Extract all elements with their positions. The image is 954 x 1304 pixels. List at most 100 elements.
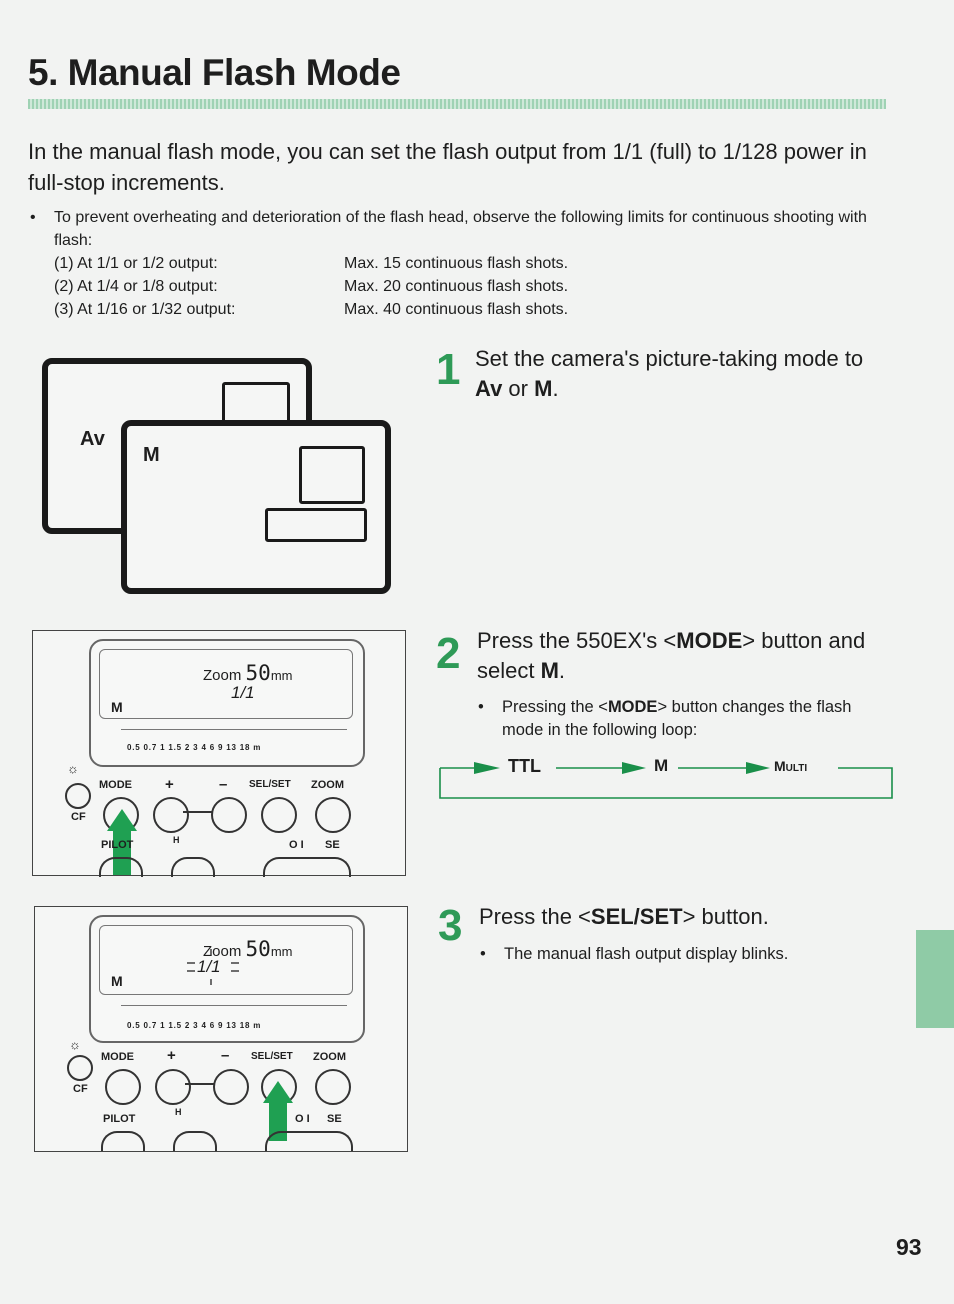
limit-max: Max. 15 continuous flash shots. xyxy=(344,255,569,272)
pilot-label: PILOT xyxy=(101,839,134,851)
plus-minus-link xyxy=(185,1083,215,1085)
step-1-m: M xyxy=(534,376,553,401)
limit-max: Max. 20 continuous flash shots. xyxy=(344,278,569,295)
step-3-text: Press the <SEL/SET> button. xyxy=(479,902,899,932)
loop-multi: Multi xyxy=(774,758,808,774)
mode-label: MODE xyxy=(101,1051,134,1063)
sub-bullet: • xyxy=(480,945,486,963)
overheating-note: • To prevent overheating and deteriorati… xyxy=(30,206,890,321)
step-2-number: 2 xyxy=(436,629,461,678)
sun-icon: ☼ xyxy=(67,761,79,776)
se-label: SE xyxy=(325,839,340,851)
step-1-text-a: Set the camera's picture-taking mode to xyxy=(475,346,864,371)
step-2-pre: Press the 550EX's < xyxy=(477,628,677,653)
se-label: SE xyxy=(327,1113,342,1125)
flash-panel-mode: Zoom 50mm 1/1 M 0.5 0.7 1 1.5 2 3 4 6 9 … xyxy=(32,630,406,877)
zoom-label-button: ZOOM xyxy=(311,779,344,791)
onoff-label: O I xyxy=(289,839,304,851)
lcd-segment-box xyxy=(265,508,367,542)
lcd-inner xyxy=(99,649,353,719)
step-2-text: Press the 550EX's <MODE> button and sele… xyxy=(477,626,897,686)
plus-button[interactable] xyxy=(155,1069,191,1105)
plus-button[interactable] xyxy=(153,797,189,833)
zoom-readout: Zoom 50mm xyxy=(203,661,292,685)
flash-panel-selset: Zoom 50mm 1/1 M 0.5 0.7 1 1.5 2 3 4 6 9 … xyxy=(34,906,408,1152)
plus-label: + xyxy=(165,776,174,793)
lcd-divider xyxy=(121,1005,347,1006)
pilot-label: PILOT xyxy=(103,1113,136,1125)
limit-output: (3) At 1/16 or 1/32 output: xyxy=(54,301,236,318)
page-title: 5. Manual Flash Mode xyxy=(28,52,401,93)
limit-output: (2) At 1/4 or 1/8 output: xyxy=(54,278,218,295)
zoom-button[interactable] xyxy=(315,1069,351,1105)
minus-label: – xyxy=(221,1047,230,1064)
section-side-tab xyxy=(916,930,954,1028)
lcd-divider xyxy=(121,729,347,730)
loop-m: M xyxy=(654,756,669,775)
step-2-sub-text: Pressing the <MODE> button changes the f… xyxy=(478,696,892,742)
mode-button[interactable] xyxy=(105,1069,141,1105)
lcd-av-mode: Av xyxy=(80,428,105,450)
note-bullet: • xyxy=(30,209,36,226)
page-number: 93 xyxy=(896,1234,922,1260)
step-3-sub-text: The manual flash output display blinks. xyxy=(504,945,789,963)
step-2-m: M xyxy=(540,658,559,683)
step-3-post: > button. xyxy=(682,904,769,929)
minus-button[interactable] xyxy=(211,797,247,833)
note-text: To prevent overheating and deterioration… xyxy=(54,209,867,249)
hsync-button[interactable] xyxy=(173,1131,217,1151)
minus-label: – xyxy=(219,776,228,793)
lcd-inner xyxy=(99,925,353,995)
press-arrow-icon xyxy=(263,1081,293,1103)
pilot-button[interactable] xyxy=(99,857,143,877)
hsync-button[interactable] xyxy=(171,857,215,877)
power-button[interactable] xyxy=(67,1055,93,1081)
zoom-readout: Zoom 50mm xyxy=(203,937,292,961)
zoom-value: 50 xyxy=(245,937,271,961)
plus-minus-link xyxy=(183,811,213,813)
step-3-sub: • The manual flash output display blinks… xyxy=(480,943,894,966)
pilot-button[interactable] xyxy=(101,1131,145,1151)
step-2-mode: MODE xyxy=(676,628,743,653)
step-3-number: 3 xyxy=(438,901,463,950)
lcd-segment-box xyxy=(299,446,365,504)
onoff-label: O I xyxy=(295,1113,310,1125)
plus-label: + xyxy=(167,1047,176,1064)
power-switch[interactable] xyxy=(265,1131,353,1151)
flash-mode-m: M xyxy=(111,973,123,989)
loop-lines xyxy=(439,762,893,799)
step-1-or: or xyxy=(502,376,535,401)
step-2-end: . xyxy=(558,658,566,683)
lcd-m-mode: M xyxy=(143,444,160,466)
zoom-unit: mm xyxy=(270,944,293,959)
step-2-sub-mode: MODE xyxy=(607,698,658,716)
step-2-sub-pre: Pressing the < xyxy=(502,698,608,716)
title-rule xyxy=(28,99,886,109)
distance-scale: 0.5 0.7 1 1.5 2 3 4 6 9 13 18 m xyxy=(127,1021,262,1030)
zoom-label: Zoom xyxy=(203,943,242,960)
sub-bullet: • xyxy=(478,698,484,716)
blink-rays-icon xyxy=(187,949,239,985)
press-arrow-icon xyxy=(107,809,137,831)
limit-row: (1) At 1/1 or 1/2 output: Max. 15 contin… xyxy=(54,252,890,275)
selset-label: SEL/SET xyxy=(249,779,291,790)
power-button[interactable] xyxy=(65,783,91,809)
zoom-unit: mm xyxy=(270,668,293,683)
power-switch[interactable] xyxy=(263,857,351,877)
zoom-button[interactable] xyxy=(315,797,351,833)
selset-button[interactable] xyxy=(261,797,297,833)
limit-max: Max. 40 continuous flash shots. xyxy=(344,301,569,318)
selset-label: SEL/SET xyxy=(251,1051,293,1062)
limit-row: (3) At 1/16 or 1/32 output: Max. 40 cont… xyxy=(54,298,890,321)
flash-output: 1/1 xyxy=(231,683,255,702)
step-1-number: 1 xyxy=(436,345,461,394)
step-3-pre: Press the < xyxy=(479,904,591,929)
minus-button[interactable] xyxy=(213,1069,249,1105)
zoom-value: 50 xyxy=(245,661,271,685)
limits-list: (1) At 1/1 or 1/2 output: Max. 15 contin… xyxy=(30,252,890,321)
zoom-label: Zoom xyxy=(203,667,242,684)
flash-output-blinking: 1/1 xyxy=(197,957,221,976)
limit-output: (1) At 1/1 or 1/2 output: xyxy=(54,255,218,272)
hsync-label: H xyxy=(175,1107,182,1117)
mode-label: MODE xyxy=(99,779,132,791)
